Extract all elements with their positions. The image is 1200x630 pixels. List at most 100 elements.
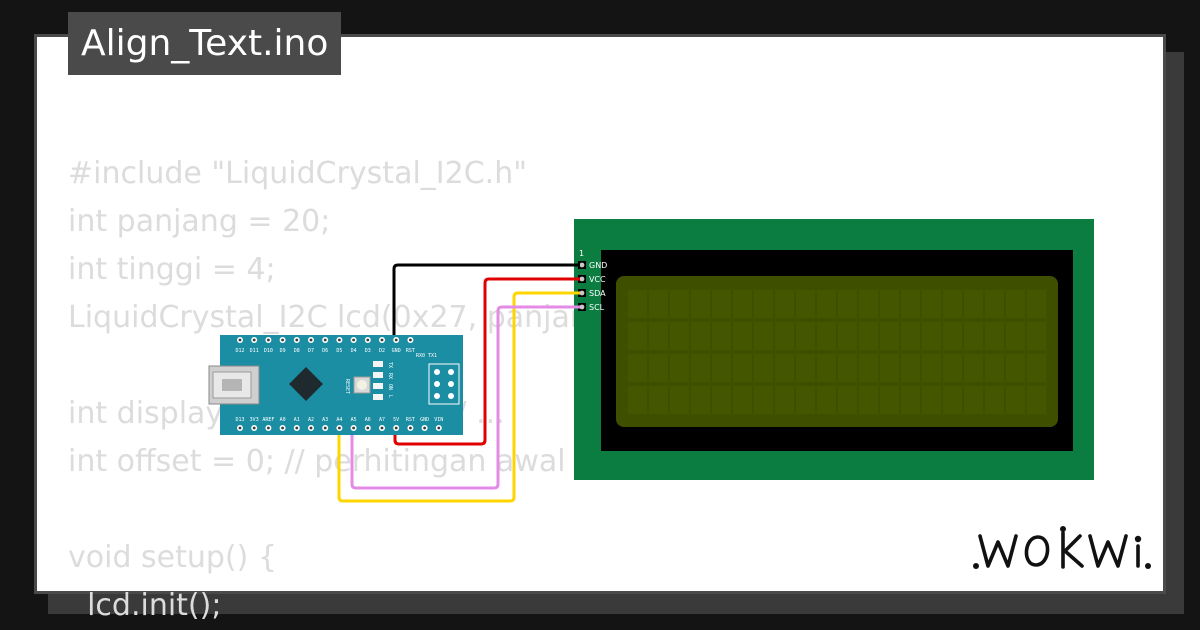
lcd-cell (901, 386, 920, 414)
lcd-cell (838, 290, 857, 318)
lcd-cell (1006, 354, 1025, 382)
lcd-cell (838, 354, 857, 382)
wires (337, 263, 580, 503)
lcd-cell (964, 354, 983, 382)
wokwi-logo (973, 526, 1151, 569)
lcd-cell (859, 290, 878, 318)
lcd-pin-label: GND (589, 261, 607, 270)
lcd-cell (733, 290, 752, 318)
lcd-cell (649, 290, 668, 318)
lcd-pin-hole (579, 276, 585, 282)
nano-pin-label: D10 (264, 348, 273, 354)
lcd-cell (712, 290, 731, 318)
lcd-cell (733, 386, 752, 414)
lcd-cell (1027, 290, 1046, 318)
lcd-character-grid (628, 290, 1046, 414)
lcd-cell (775, 290, 794, 318)
lcd-cell (901, 290, 920, 318)
nano-pin-hole (252, 338, 256, 342)
lcd-cell (1027, 354, 1046, 382)
nano-pin-label: D11 (250, 348, 259, 354)
nano-pin-hole (352, 426, 355, 430)
usb-connector (208, 365, 260, 405)
lcd-cell (859, 322, 878, 350)
lcd-cell (712, 354, 731, 382)
lcd-cell (943, 354, 962, 382)
nano-pin-label: D13 (235, 417, 244, 423)
lcd-cell (880, 386, 899, 414)
nano-pin-label: D5 (336, 348, 342, 354)
nano-pin-label: 5V (393, 417, 399, 423)
lcd-cell (691, 354, 710, 382)
lcd-cell (1006, 322, 1025, 350)
lcd-pin-hole (579, 290, 585, 296)
nano-pin-label: A7 (379, 417, 385, 423)
nano-pin-hole (437, 426, 441, 430)
status-leds (373, 361, 383, 400)
nano-pin-hole (338, 338, 341, 342)
lcd-cell (943, 290, 962, 318)
nano-pin-hole (380, 426, 384, 430)
project-title: Align_Text.ino (68, 12, 342, 75)
lcd-pin-label: SCL (589, 303, 605, 312)
lcd-cell (670, 322, 689, 350)
nano-pin-hole (238, 338, 242, 342)
nano-pin-hole (295, 338, 299, 342)
lcd-cell (754, 290, 773, 318)
lcd-cell (985, 290, 1004, 318)
nano-pin-hole (394, 426, 398, 430)
reset-label: RESET (344, 379, 350, 394)
lcd-cell (796, 354, 815, 382)
lcd-cell (880, 354, 899, 382)
nano-pin-label: AREF (262, 417, 274, 423)
wire-vcc[interactable] (393, 277, 580, 446)
lcd-cell (964, 386, 983, 414)
lcd-cell (901, 354, 920, 382)
lcd-cell (943, 386, 962, 414)
mcu-chip (289, 367, 323, 401)
nano-pin-hole (309, 338, 313, 342)
nano-pin-label: A6 (365, 417, 371, 423)
wire-scl[interactable] (350, 305, 580, 490)
nano-pin-label: D6 (322, 348, 328, 354)
nano-pcb (220, 335, 463, 435)
nano-pin-label: D7 (308, 348, 314, 354)
lcd-cell (985, 322, 1004, 350)
nano-pin-hole (366, 426, 370, 430)
lcd-cell (628, 322, 647, 350)
lcd-cell (754, 354, 773, 382)
nano-pin-hole (338, 426, 341, 430)
nano-pin-hole (281, 426, 284, 430)
lcd-cell (922, 354, 941, 382)
nano-pin-hole (409, 338, 412, 342)
nano-pin-label: GND (420, 417, 429, 423)
wire-gnd[interactable] (392, 263, 580, 344)
nano-pin-label: A2 (308, 417, 314, 423)
lcd-cell (964, 322, 983, 350)
lcd-cell (880, 290, 899, 318)
nano-pin-hole (409, 426, 412, 430)
lcd-pin-hole (579, 304, 585, 310)
nano-pin-label: D8 (294, 348, 300, 354)
lcd-cell (922, 386, 941, 414)
nano-pin-hole (394, 338, 398, 342)
wire-sda[interactable] (337, 291, 580, 503)
lcd-cell (901, 322, 920, 350)
nano-pin-label: RST (406, 417, 415, 423)
reset-button[interactable] (353, 376, 371, 394)
lcd-cell (817, 386, 836, 414)
lcd-cell (775, 354, 794, 382)
nano-pin-hole (267, 338, 270, 342)
lcd-cell (859, 354, 878, 382)
lcd-cell (796, 290, 815, 318)
nano-pin-hole (252, 426, 256, 430)
led-label-on: ON (387, 384, 393, 390)
lcd-cell (712, 322, 731, 350)
rx-tx-label: RX0 TX1 (416, 353, 437, 359)
nano-pin-hole (352, 338, 355, 342)
